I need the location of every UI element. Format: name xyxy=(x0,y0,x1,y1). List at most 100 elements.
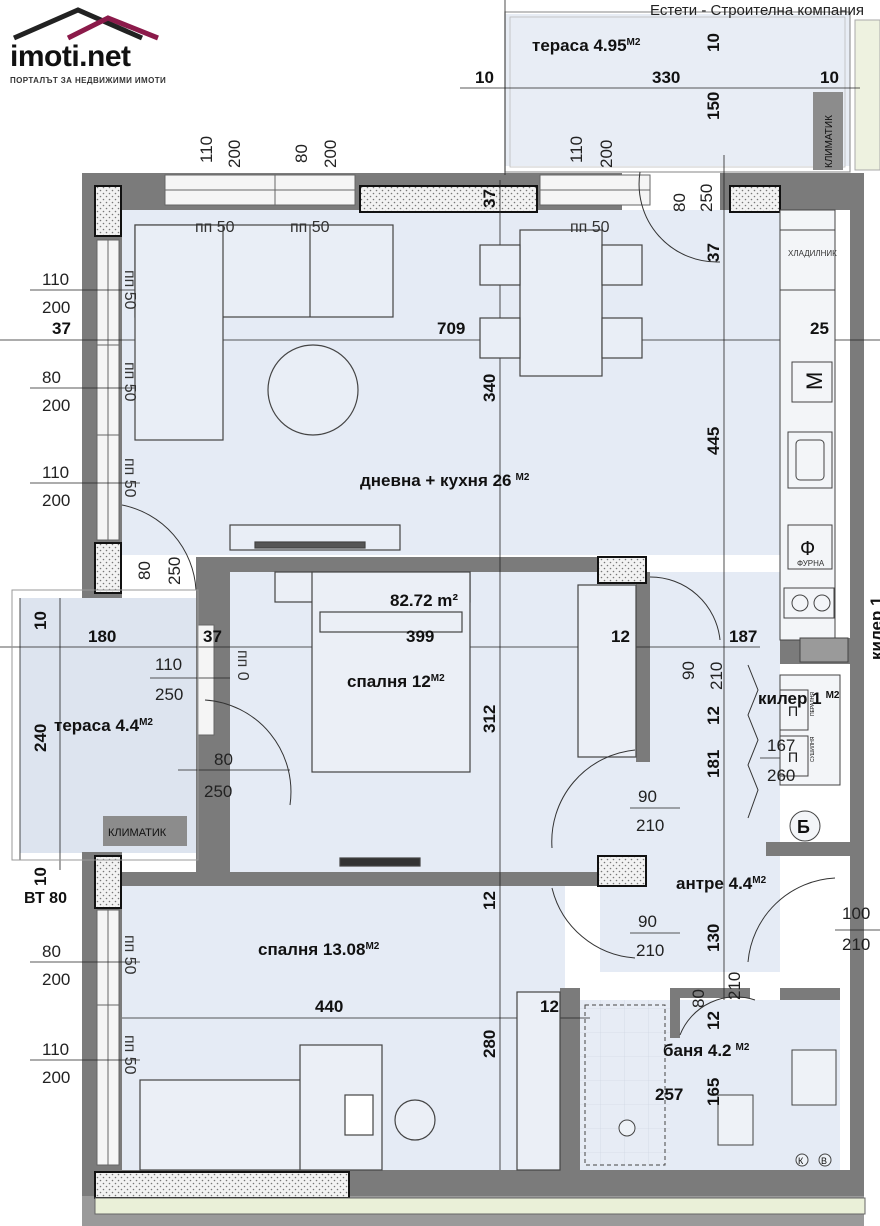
win-left2-width: 80 xyxy=(42,368,61,387)
ac-unit-top: КЛИМАТИК xyxy=(824,115,835,168)
dim-330: 330 xyxy=(652,68,680,87)
dim-440: 440 xyxy=(315,997,343,1016)
bedroom1-furniture xyxy=(274,571,637,867)
dim-12e: 12 xyxy=(540,997,559,1016)
pantry-door-height: 210 xyxy=(707,662,726,690)
dim-10b: 10 xyxy=(820,68,839,87)
win-top1-height: 200 xyxy=(225,140,244,168)
win-left1-height: 200 xyxy=(42,298,70,317)
dryer-small-label: П xyxy=(788,749,798,765)
ac-unit-left: КЛИМАТИК xyxy=(108,827,167,839)
sill-left3: пп 50 xyxy=(121,458,138,498)
dim-37a: 37 xyxy=(480,189,499,208)
opening-labels: 110 200 80 200 110 200 80 250 110 200 80… xyxy=(42,136,870,1087)
tap-label-2: В xyxy=(821,1156,827,1166)
sill-left2: пп 50 xyxy=(121,362,138,402)
dim-240: 240 xyxy=(31,724,50,752)
dim-12c: 12 xyxy=(480,891,499,910)
room-label-terrace-top: тераса 4.95M2 xyxy=(532,36,641,55)
terrace-door-width: 80 xyxy=(214,750,233,769)
terrace-win-width: 110 xyxy=(155,655,182,674)
bt-label: ВТ 80 xyxy=(24,890,67,907)
dim-312: 312 xyxy=(480,705,499,733)
side-door-height: 250 xyxy=(165,557,184,585)
win-left3-width: 110 xyxy=(42,463,69,482)
dim-37c: 37 xyxy=(52,319,71,338)
win-left3-height: 200 xyxy=(42,491,70,510)
tap-label-1: К xyxy=(798,1156,804,1166)
sill-top1: пп 50 xyxy=(195,219,235,236)
dim-187: 187 xyxy=(729,627,757,646)
boiler-label: Б xyxy=(797,817,810,837)
room-label-bedroom1: спалня 12M2 xyxy=(347,672,445,691)
bath-door-width: 80 xyxy=(689,989,708,1008)
doors xyxy=(121,171,836,1036)
terrace-left: КЛИМАТИК xyxy=(11,589,199,861)
bathroom-fixtures xyxy=(584,1004,837,1167)
bedroom2-furniture xyxy=(139,991,561,1171)
dim-10a: 10 xyxy=(475,68,494,87)
oven-sub-label: ФУРНА xyxy=(797,559,825,568)
dim-10d: 10 xyxy=(31,611,50,630)
win-top3-width: 110 xyxy=(567,136,586,163)
win-bl1-height: 200 xyxy=(42,970,70,989)
dimension-labels: 10 330 10 10 150 37 37 37 709 25 340 445… xyxy=(31,33,839,1106)
entry-door-width: 100 xyxy=(842,904,870,923)
side-door-width: 80 xyxy=(135,561,154,580)
sill-top2: пп 50 xyxy=(290,219,330,236)
dim-181: 181 xyxy=(704,750,723,778)
room-label-terrace-left: тераса 4.4M2 xyxy=(54,716,153,735)
columns xyxy=(94,185,781,1199)
house-roof-icon xyxy=(12,7,159,41)
dim-25: 25 xyxy=(810,319,829,338)
dim-37d: 37 xyxy=(203,627,222,646)
dim-12a: 12 xyxy=(611,627,630,646)
room-label-bedroom2: спалня 13.08M2 xyxy=(258,940,380,959)
brand-name: imoti.net xyxy=(10,40,131,73)
sill-bl2: пп 50 xyxy=(121,1035,138,1075)
win-bl1-width: 80 xyxy=(42,942,61,961)
bedroom2-door-width: 90 xyxy=(638,912,657,931)
dim-37b: 37 xyxy=(704,243,723,262)
brand-logo: imoti.net ПОРТАЛЪТ ЗА НЕДВИЖИМИ ИМОТИ xyxy=(8,6,178,86)
entry-door-height: 210 xyxy=(842,935,870,954)
win-bl2-width: 110 xyxy=(42,1040,69,1059)
door-top-height: 250 xyxy=(697,184,716,212)
pantry-size-a: 167 xyxy=(767,736,795,755)
dim-12b: 12 xyxy=(704,706,723,725)
terrace-win-height: 250 xyxy=(155,685,183,704)
pantry-fixtures xyxy=(779,674,841,842)
pantry-door-width: 90 xyxy=(679,661,698,680)
dim-165: 165 xyxy=(704,1078,723,1106)
dimension-lines xyxy=(0,0,880,1170)
dim-10e: 10 xyxy=(31,867,50,886)
fixture-labels: Б ВТ 80 П П ПЕРАЛНЯ СУШИЛНЯ К В xyxy=(24,692,827,1166)
win-bl2-height: 200 xyxy=(42,1068,70,1087)
pantry-size-b: 260 xyxy=(767,766,795,785)
bedroom2-door-height: 210 xyxy=(636,941,664,960)
bath-door-height: 210 xyxy=(725,972,744,1000)
washer-label: М xyxy=(802,372,827,390)
win-left1-width: 110 xyxy=(42,270,69,289)
sill-left1: пп 50 xyxy=(121,270,138,310)
win-top3-height: 200 xyxy=(597,140,616,168)
dim-709: 709 xyxy=(437,319,465,338)
company-name: Естети - Строителна компания xyxy=(650,2,864,19)
win-top2-width: 80 xyxy=(292,144,311,163)
win-left2-height: 200 xyxy=(42,396,70,415)
room-label-hall: антре 4.4M2 xyxy=(676,874,767,893)
washer-small-label: П xyxy=(788,703,798,719)
bedroom1-door-width: 90 xyxy=(638,787,657,806)
dim-180: 180 xyxy=(88,627,116,646)
dim-10c: 10 xyxy=(704,33,723,52)
dim-130: 130 xyxy=(704,924,723,952)
oven-label: Ф xyxy=(800,538,815,560)
dim-399: 399 xyxy=(406,627,434,646)
room-label-pantry-edge: килер 1 xyxy=(867,596,880,660)
dim-150: 150 xyxy=(704,92,723,120)
